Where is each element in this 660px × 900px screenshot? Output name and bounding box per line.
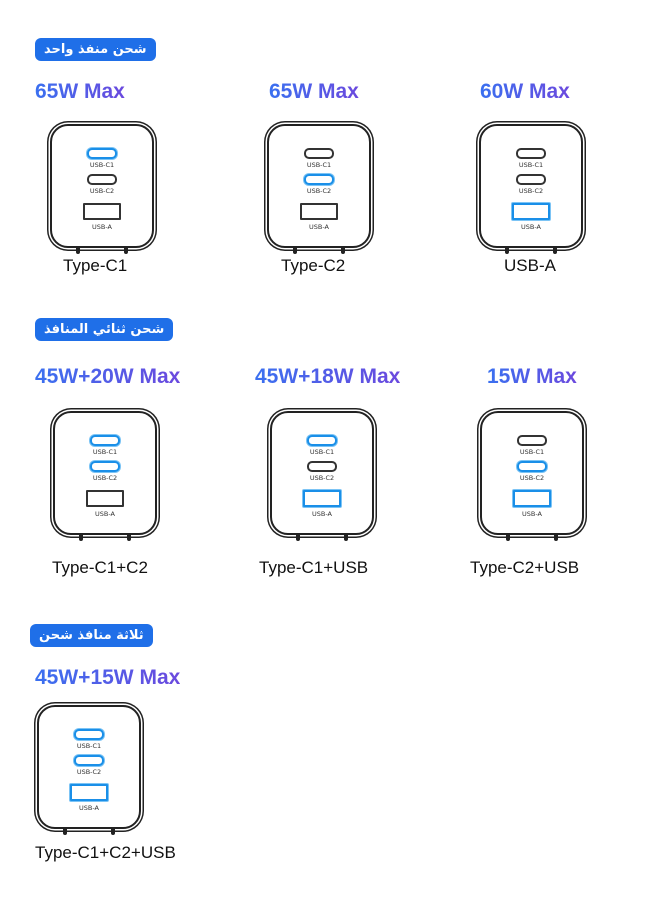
plug-pin-icon (296, 533, 300, 541)
usb-c1-port (304, 148, 334, 159)
plug-pin-icon (111, 827, 115, 835)
port-label-usb-c1: USB-C1 (306, 161, 332, 169)
charger-illustration: USB-C1 USB-C2 USB-A (479, 124, 583, 254)
power-rating: 65W Max (269, 80, 359, 103)
port-label-usb-a: USB-A (522, 510, 542, 518)
section-badge-dual-port: شحن ثنائي المنافذ (35, 318, 174, 341)
usb-c2-port (307, 461, 337, 472)
usb-c1-port (516, 148, 546, 159)
port-label-usb-c2: USB-C2 (306, 187, 332, 195)
port-label-usb-c2: USB-C2 (92, 474, 118, 482)
port-label-usb-a: USB-A (521, 223, 541, 231)
port-label-usb-c2: USB-C2 (518, 187, 544, 195)
plug-pin-icon (344, 533, 348, 541)
port-combination-caption: Type-C1 (63, 256, 128, 275)
charger-illustration: USB-C1 USB-C2 USB-A (50, 124, 154, 254)
usb-a-port (303, 490, 341, 507)
charger-illustration: USB-C1 USB-C2 USB-A (270, 411, 374, 541)
power-rating: 45W+18W Max (255, 365, 401, 388)
usb-a-port (70, 784, 108, 801)
usb-a-port (83, 203, 121, 220)
plug-pin-icon (341, 246, 345, 254)
plug-pin-icon (63, 827, 67, 835)
plug-pin-icon (79, 533, 83, 541)
port-label-usb-a: USB-A (309, 223, 329, 231)
port-label-usb-c1: USB-C1 (76, 742, 102, 750)
plug-pin-icon (505, 246, 509, 254)
port-label-usb-c2: USB-C2 (519, 474, 545, 482)
power-rating: 60W Max (480, 80, 570, 103)
charger-illustration: USB-C1 USB-C2 USB-A (267, 124, 371, 254)
charger-illustration: USB-C1 USB-C2 USB-A (53, 411, 157, 541)
plug-pin-icon (124, 246, 128, 254)
usb-c1-port (87, 148, 117, 159)
section-badge-single-port: شحن منفذ واحد (35, 38, 156, 61)
port-label-usb-c1: USB-C1 (518, 161, 544, 169)
usb-c1-port (90, 435, 120, 446)
usb-c2-port (90, 461, 120, 472)
plug-pin-icon (293, 246, 297, 254)
usb-c1-port (74, 729, 104, 740)
section-badge-triple-port: ثلاثة منافذ شحن (30, 624, 153, 647)
port-label-usb-a: USB-A (312, 510, 332, 518)
usb-c2-port (516, 174, 546, 185)
charger-illustration: USB-C1 USB-C2 USB-A (37, 705, 141, 835)
port-combination-caption: Type-C1+USB (259, 558, 369, 577)
port-combination-caption: Type-C1+C2 (52, 558, 148, 577)
usb-c2-port (87, 174, 117, 185)
plug-pin-icon (127, 533, 131, 541)
usb-a-port (513, 490, 551, 507)
port-label-usb-a: USB-A (79, 804, 99, 812)
power-rating: 45W+20W Max (35, 365, 181, 388)
usb-c1-port (517, 435, 547, 446)
plug-pin-icon (76, 246, 80, 254)
charger-illustration: USB-C1 USB-C2 USB-A (480, 411, 584, 541)
plug-pin-icon (554, 533, 558, 541)
usb-c1-port (307, 435, 337, 446)
port-combination-caption: Type-C2 (281, 256, 346, 275)
port-label-usb-c2: USB-C2 (309, 474, 335, 482)
port-combination-caption: Type-C1+C2+USB (35, 843, 176, 862)
port-label-usb-a: USB-A (92, 223, 112, 231)
port-label-usb-c1: USB-C1 (519, 448, 545, 456)
port-combination-caption: USB-A (504, 256, 556, 275)
port-label-usb-c1: USB-C1 (92, 448, 118, 456)
power-rating: 45W+15W Max (35, 666, 181, 689)
power-rating: 15W Max (487, 365, 577, 388)
plug-pin-icon (506, 533, 510, 541)
port-label-usb-a: USB-A (95, 510, 115, 518)
usb-a-port (512, 203, 550, 220)
port-label-usb-c1: USB-C1 (89, 161, 115, 169)
port-label-usb-c2: USB-C2 (76, 768, 102, 776)
usb-a-port (300, 203, 338, 220)
usb-c2-port (74, 755, 104, 766)
port-combination-caption: Type-C2+USB (470, 558, 580, 577)
port-label-usb-c1: USB-C1 (309, 448, 335, 456)
usb-c2-port (517, 461, 547, 472)
port-label-usb-c2: USB-C2 (89, 187, 115, 195)
power-rating: 65W Max (35, 80, 125, 103)
usb-a-port (86, 490, 124, 507)
usb-c2-port (304, 174, 334, 185)
plug-pin-icon (553, 246, 557, 254)
